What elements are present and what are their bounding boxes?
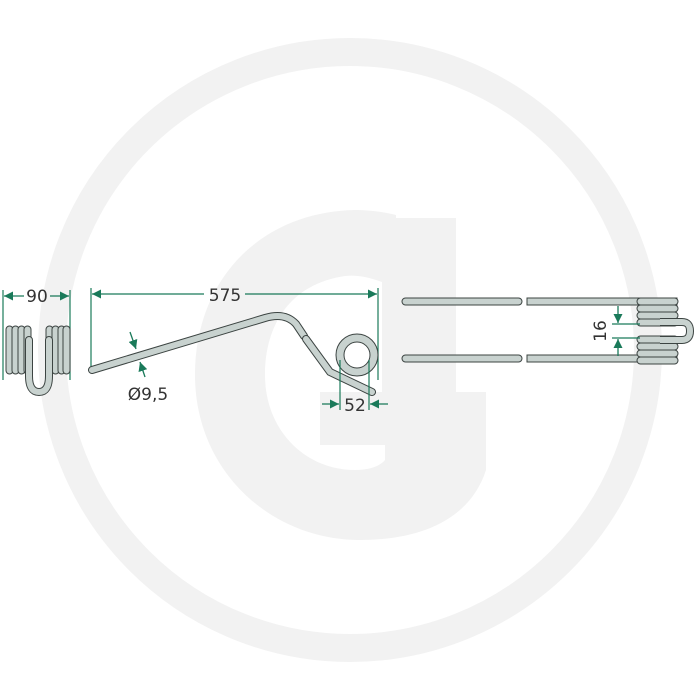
watermark-logo (38, 38, 662, 662)
tine-wire (88, 312, 379, 396)
spring-coils-top (636, 297, 695, 365)
dimension-gap-label: 16 (591, 320, 611, 342)
watermark-g-letter (195, 210, 486, 540)
dimension-wire-diameter-label: Ø9,5 (128, 385, 168, 405)
spring-coil-side (5, 325, 71, 397)
dimension-width-label: 90 (26, 287, 48, 307)
side-view: 90 (2, 287, 71, 397)
front-view: 575 Ø9,5 52 (88, 286, 388, 416)
watermark-ring (38, 38, 662, 662)
dimension-coil-diameter-label: 52 (344, 396, 366, 416)
top-view: 16 (401, 297, 695, 365)
tine-lower (401, 354, 678, 363)
tine-upper (401, 297, 678, 306)
dimension-length-label: 575 (209, 286, 241, 306)
